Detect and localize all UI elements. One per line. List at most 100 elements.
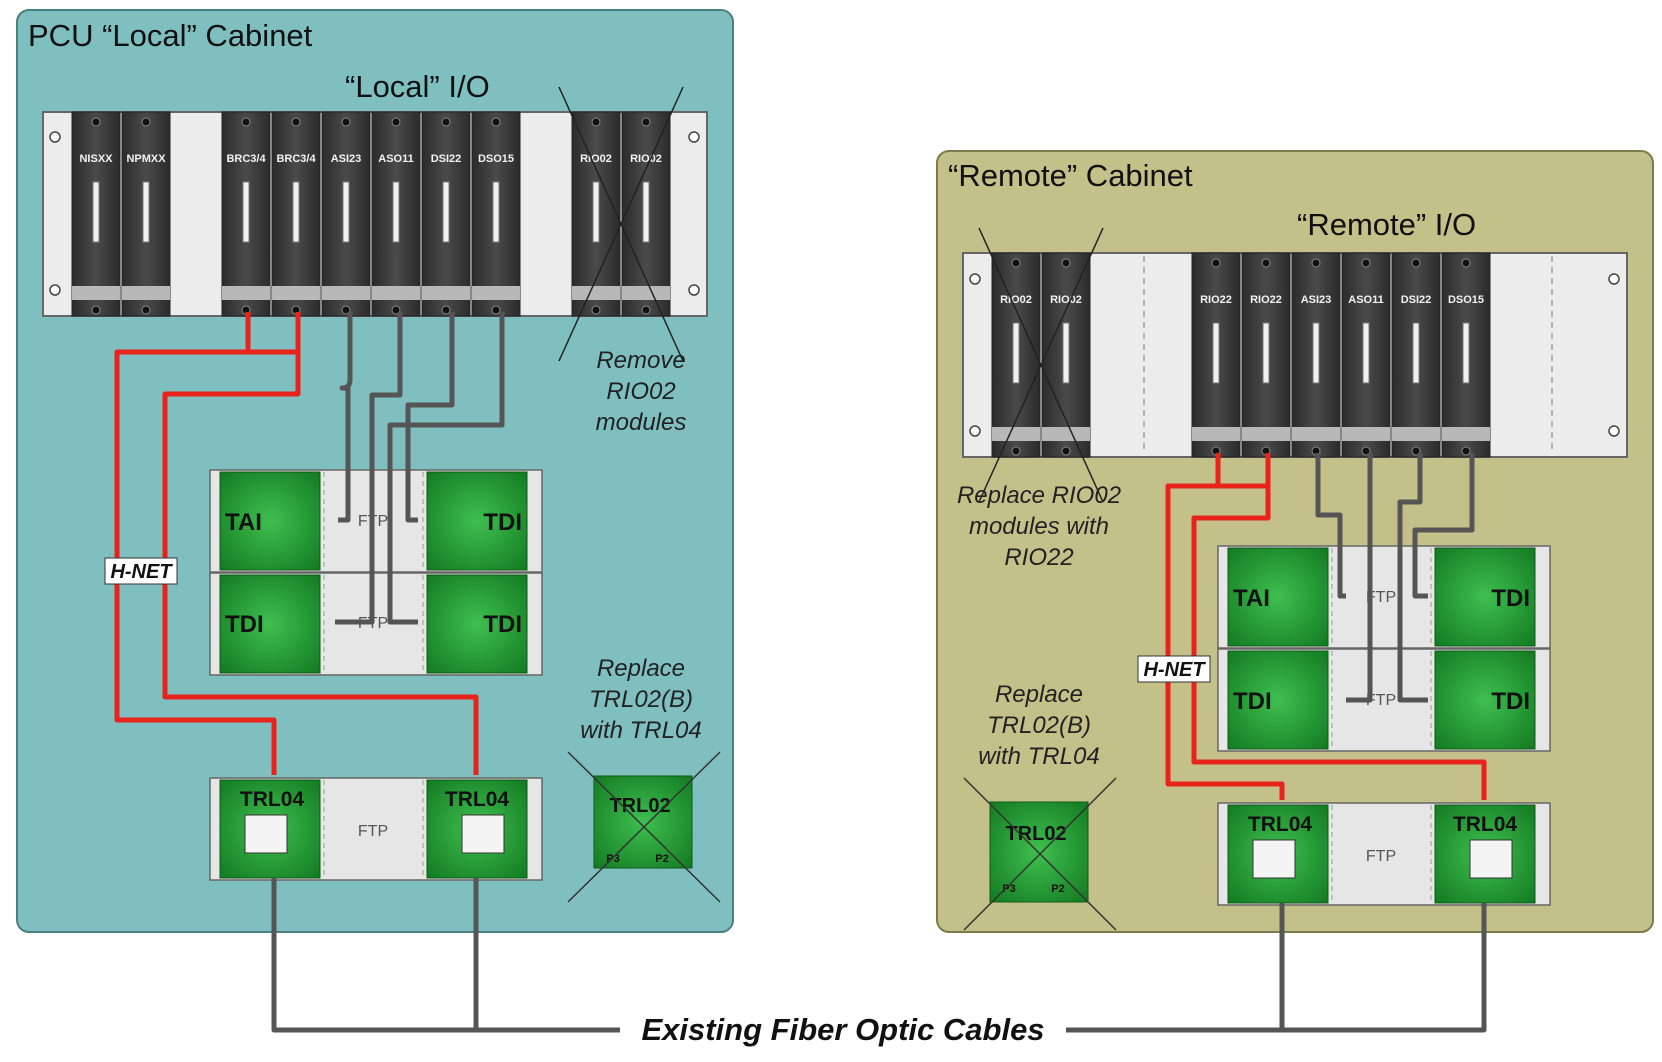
module-label: NPMXX (126, 153, 166, 165)
module-label: ASI23 (331, 153, 362, 165)
replace-note-line1: Replace (995, 681, 1083, 708)
local-terminal-board-top: TAI TDI FTP (209, 469, 543, 573)
remote-io-title: “Remote” I/O (1297, 207, 1476, 242)
board-label-tdi: TDI (483, 611, 522, 638)
module-label: ASO11 (378, 153, 413, 165)
rack-module: ASO11 (1341, 252, 1391, 458)
rack-mount-hole (49, 284, 61, 296)
rack-mount-hole (1608, 425, 1620, 437)
tdi-board (426, 471, 528, 571)
rack-mount-hole (969, 273, 981, 285)
local-cabinet-title: PCU “Local” Cabinet (28, 18, 313, 53)
rack-mount-hole (688, 284, 700, 296)
rack-mount-hole (969, 425, 981, 437)
module-label: RIO02 (1050, 294, 1082, 306)
rack-module: RIO02 (991, 252, 1041, 458)
rack-module: ASI23 (1291, 252, 1341, 458)
old-trl02-board: TRL02 P3 P2 (567, 751, 721, 903)
local-io-title: “Local” I/O (345, 69, 490, 104)
port-label: P3 (606, 853, 619, 865)
hnet-label-box (104, 557, 178, 585)
ftp-label: FTP (358, 823, 388, 840)
module-label: RIO22 (1200, 294, 1232, 306)
replace-rio-note-line1: Replace RIO02 (957, 482, 1121, 509)
ftp-label: FTP (1366, 692, 1396, 709)
remote-io-cables (1315, 453, 1475, 703)
module-label: RIO02 (580, 153, 612, 165)
module-label: RIO22 (1250, 294, 1282, 306)
port-label: P3 (1002, 883, 1015, 895)
tdi-board (1434, 547, 1536, 647)
rack-mount-hole (1608, 273, 1620, 285)
rack-module: DSI22 (421, 111, 471, 317)
fiber-optic-label: Existing Fiber Optic Cables (641, 1012, 1044, 1047)
tdi-board (1434, 650, 1536, 750)
rack-module: RIO02 (571, 111, 621, 317)
rack-module: BRC3/4 (221, 111, 271, 317)
replace-rio-note-line2: modules with (969, 513, 1109, 540)
rack-module: DSO15 (471, 111, 521, 317)
tdi-board (426, 574, 528, 674)
remote-module-row: RIO02 RIO02 RIO22 RIO22 ASI23 ASO11 DSI22 DSO15 (978, 227, 1491, 503)
local-io-cables (335, 312, 505, 625)
local-hnet-cables (114, 312, 479, 775)
rack-mount-hole (688, 131, 700, 143)
hnet-label-box (1137, 655, 1211, 683)
board-label-tdi: TDI (483, 509, 522, 536)
port-label: P2 (1051, 883, 1064, 895)
remote-terminal-board-bottom: TDI TDI FTP (1217, 648, 1551, 752)
board-label-tdi: TDI (1233, 688, 1272, 715)
module-label: DSO15 (478, 153, 514, 165)
fiber-optic-cables (271, 878, 1487, 1033)
rack-mount-hole (49, 131, 61, 143)
rack-module: DSI22 (1391, 252, 1441, 458)
remote-cabinet-title: “Remote” Cabinet (948, 158, 1193, 193)
board-label-trl02: TRL02 (609, 795, 670, 817)
rack-module: RIO22 (1241, 252, 1291, 458)
replace-note-line3: with TRL04 (978, 743, 1099, 770)
board-label-trl04: TRL04 (445, 788, 510, 811)
tai-board (219, 471, 321, 571)
module-label: DSI22 (431, 153, 462, 165)
module-label: BRC3/4 (276, 153, 316, 165)
module-label: DSI22 (1401, 294, 1432, 306)
replace-rio-note-line3: RIO22 (1004, 544, 1073, 571)
board-label-trl02: TRL02 (1005, 823, 1066, 845)
rack-module: RIO02 (1041, 252, 1091, 458)
tai-board (1227, 547, 1329, 647)
remote-trl-board: TRL04 TRL04 FTP (1217, 802, 1551, 906)
hnet-label: H-NET (1143, 659, 1206, 681)
board-label-trl04: TRL04 (1453, 813, 1518, 836)
rack-module: ASI23 (321, 111, 371, 317)
rack-module: NISXX (71, 111, 121, 317)
hnet-label: H-NET (110, 561, 173, 583)
tdi-board (1227, 650, 1329, 750)
rack-module: RIO02 (621, 111, 671, 317)
rack-module: NPMXX (121, 111, 171, 317)
replace-note-line3: with TRL04 (580, 717, 701, 744)
ftp-label: FTP (1366, 848, 1396, 865)
remove-note-line2: RIO02 (606, 378, 675, 405)
board-label-tai: TAI (1233, 585, 1270, 612)
local-cabinet: PCU “Local” Cabinet “Local” I/O NISXX NPM… (16, 9, 734, 933)
module-label: NISXX (79, 153, 113, 165)
tdi-board (219, 574, 321, 674)
local-module-row: NISXX NPMXX BRC3/4 BRC3/4 ASI23 ASO11 DSI22 DSO… (71, 86, 684, 362)
port-label: P2 (655, 853, 668, 865)
board-label-tdi: TDI (225, 611, 264, 638)
board-label-tdi: TDI (1491, 688, 1530, 715)
old-trl02-board: TRL02 P3 P2 (963, 777, 1117, 931)
board-label-trl04: TRL04 (1248, 813, 1313, 836)
local-removed-cross (558, 86, 684, 362)
module-label: RIO02 (630, 153, 662, 165)
remove-note-line3: modules (596, 409, 687, 436)
module-label: ASO11 (1348, 294, 1383, 306)
board-label-tdi: TDI (1491, 585, 1530, 612)
remove-note-line1: Remove (596, 347, 685, 374)
local-terminal-board-bottom: TDI TDI FTP (209, 572, 543, 676)
remote-removed-cross (978, 227, 1104, 503)
replace-note-line2: TRL02(B) (987, 712, 1091, 739)
rack-module: DSO15 (1441, 252, 1491, 458)
